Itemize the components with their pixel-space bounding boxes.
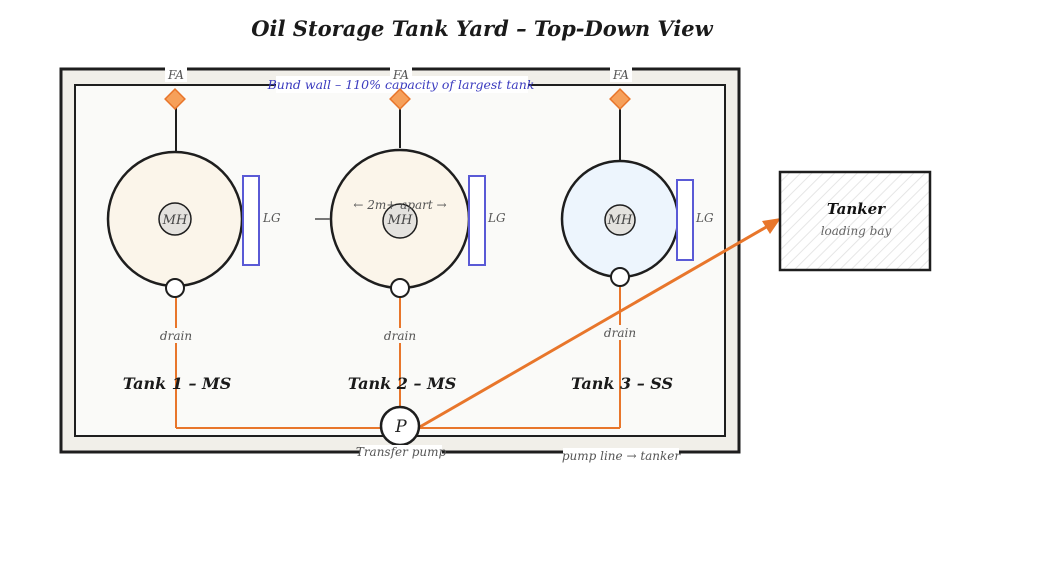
drain-valve-2 xyxy=(390,278,410,298)
level-gauge-label-3: LG xyxy=(695,211,714,225)
drain-label-3: drain xyxy=(604,326,636,340)
tank-label-2: Tank 2 – MS xyxy=(348,374,457,393)
manhole-label-2: MH xyxy=(387,213,413,228)
fill-point-2 xyxy=(389,88,411,110)
fill-point-3 xyxy=(609,88,631,110)
tanker-subtitle: loading bay xyxy=(821,224,892,238)
fa-label-bg-1 xyxy=(165,66,187,82)
diagram-title: Oil Storage Tank Yard – Top-Down View xyxy=(251,16,713,41)
pump-label-bg xyxy=(360,445,442,459)
manhole-1 xyxy=(158,202,192,236)
pump-line-to-tanker xyxy=(417,224,769,430)
level-gauge-label-2: LG xyxy=(487,211,506,225)
tanker-box xyxy=(778,170,932,272)
tank-label-1: Tank 1 – MS xyxy=(123,374,232,393)
drain-label-bg-2 xyxy=(382,328,418,343)
manhole-label-1: MH xyxy=(162,213,188,228)
fa-label-2: FA xyxy=(392,68,409,82)
tank-label-3: Tank 3 – SS xyxy=(571,374,673,393)
spacing-label: ← 2m+ apart → xyxy=(353,198,446,212)
level-gauge-2 xyxy=(468,175,486,266)
pump-label: Transfer pump xyxy=(356,445,447,459)
drain-valve-1 xyxy=(165,278,185,298)
manhole-label-3: MH xyxy=(607,213,633,228)
drain-label-bg-1 xyxy=(158,328,194,343)
drain-piping xyxy=(175,287,621,429)
tanker-title: Tanker xyxy=(827,200,886,218)
level-gauge-1 xyxy=(242,175,260,266)
fa-label-3: FA xyxy=(612,68,629,82)
tank-2: FA MH ← 2m+ apart → LG drain Tank 2 – MS xyxy=(315,66,506,393)
transfer-pump: P Transfer pump xyxy=(356,405,447,459)
drain-label-bg-3 xyxy=(602,325,638,340)
pump-line-label-bg xyxy=(563,448,679,463)
pump-line-label: pump line → tanker xyxy=(562,449,682,463)
fa-label-1: FA xyxy=(167,68,184,82)
bund-label-bg xyxy=(276,76,528,93)
tank-1: FA MH LG drain Tank 1 – MS xyxy=(106,66,281,393)
bund-label: Bund wall – 110% capacity of largest tan… xyxy=(267,77,535,92)
level-gauge-label-1: LG xyxy=(262,211,281,225)
tank-3: FA MH LG drain Tank 3 – SS xyxy=(560,66,714,393)
fill-point-1 xyxy=(164,88,186,110)
tanker-loading-bay: Tanker loading bay xyxy=(778,170,932,272)
drain-label-1: drain xyxy=(160,329,192,343)
manhole-3 xyxy=(604,204,636,236)
fa-label-bg-2 xyxy=(390,66,412,82)
fa-label-bg-3 xyxy=(610,66,632,82)
drain-valve-3 xyxy=(610,267,630,287)
drain-label-2: drain xyxy=(384,329,416,343)
pump-letter: P xyxy=(394,417,407,437)
level-gauge-3 xyxy=(676,179,694,261)
manhole-2 xyxy=(382,203,418,239)
pump-line-arrowhead xyxy=(762,218,781,234)
